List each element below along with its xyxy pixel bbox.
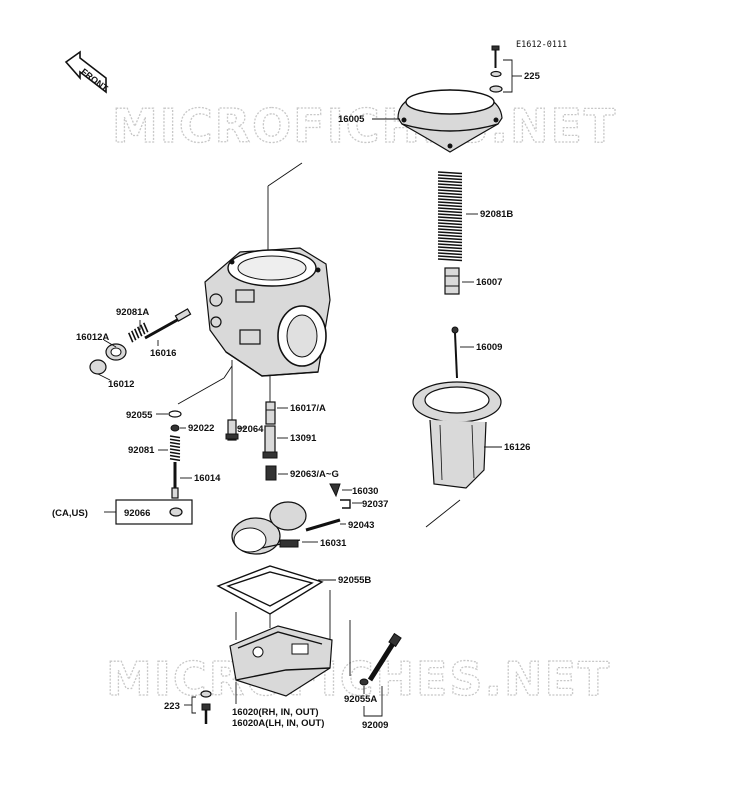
callout-92022: 92022	[188, 423, 214, 434]
callout-16009: 16009	[476, 342, 502, 353]
mixture-screw-16016	[144, 308, 192, 340]
main-jet-92063	[265, 465, 277, 481]
callout-16007: 16007	[476, 277, 502, 288]
callout-92043: 92043	[348, 520, 374, 531]
screw-16012a	[105, 343, 127, 361]
callout-16017a: 16017/A	[290, 403, 326, 414]
vacuum-piston-16126	[412, 381, 502, 489]
spring-92081	[169, 435, 181, 462]
needle-jet-16017a	[265, 401, 276, 425]
drain-screw-92009	[367, 632, 402, 682]
callout-16020a: 16020A(LH, IN, OUT)	[232, 718, 324, 729]
gasket-92055b	[216, 565, 324, 615]
callout-16016: 16016	[150, 348, 176, 359]
washer-92022	[170, 424, 180, 432]
float-16031	[231, 501, 307, 555]
o-ring-92055	[168, 410, 182, 418]
callout-92066: 92066	[124, 508, 150, 519]
screw-225	[489, 45, 503, 93]
callout-92081a: 92081A	[116, 307, 149, 318]
callout-92064: 92064	[237, 424, 264, 435]
screws-223	[200, 690, 212, 724]
callout-92081b: 92081B	[480, 209, 513, 220]
callout-92055a: 92055A	[344, 694, 377, 705]
callout-16020: 16020(RH, IN, OUT)	[232, 707, 319, 718]
plunger-16014	[171, 462, 179, 499]
callout-223: 223	[164, 701, 180, 712]
holder-13091	[262, 425, 278, 459]
jet-needle-16009	[451, 326, 459, 379]
watermark-bottom: MICROFICHES.NET	[106, 652, 611, 706]
callout-92055: 92055	[126, 410, 153, 421]
callout-92063ag: 92063/A~G	[290, 469, 339, 480]
callout-16012a: 16012A	[76, 332, 109, 343]
o-ring-92055a	[359, 678, 369, 686]
spring-92081b	[437, 171, 463, 262]
callout-16012: 16012	[108, 379, 134, 390]
cap-16012	[89, 359, 107, 375]
callout-16014: 16014	[194, 473, 221, 484]
callout-13091: 13091	[290, 433, 317, 444]
diagram-code: E1612-0111	[516, 40, 567, 50]
spring-92081a	[127, 322, 149, 343]
callout-92081: 92081	[128, 445, 155, 456]
callout-16005: 16005	[338, 114, 365, 125]
clip-92037	[340, 499, 351, 509]
front-arrow-icon: FRONT	[64, 50, 110, 94]
callout-92055b: 92055B	[338, 575, 371, 586]
callout-92009: 92009	[362, 720, 388, 731]
screw-92064	[225, 419, 239, 441]
cap-92066	[169, 507, 183, 517]
float-bowl-16020	[229, 625, 333, 697]
callout-16126: 16126	[504, 442, 530, 453]
callout-92037: 92037	[362, 499, 388, 510]
carburetor-body	[204, 247, 331, 377]
callout-16031: 16031	[320, 538, 347, 549]
watermark-top: MICROFICHES.NET	[112, 99, 617, 153]
needle-holder-16007	[444, 267, 460, 295]
region-note: (CA,US)	[52, 508, 88, 519]
float-valve-16030	[329, 483, 341, 498]
callout-225: 225	[524, 71, 541, 82]
float-pin-92043	[305, 518, 341, 532]
callout-16030: 16030	[352, 486, 378, 497]
top-cover-16005	[397, 89, 503, 153]
